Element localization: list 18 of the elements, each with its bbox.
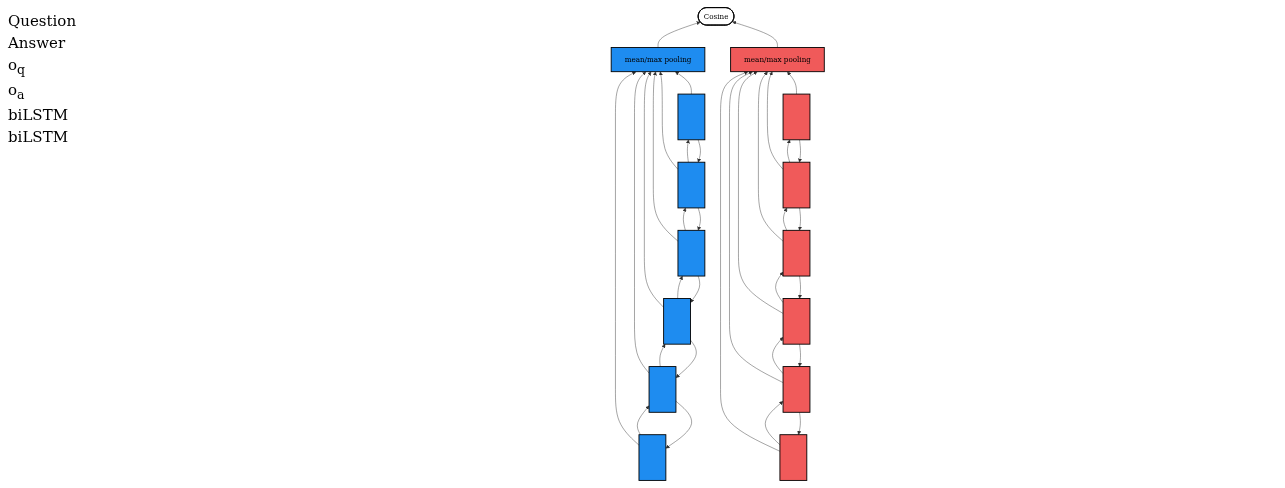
label-text: Answer [8, 34, 67, 52]
node-bar [779, 434, 808, 481]
node-bar [677, 229, 706, 277]
node-bar [782, 161, 811, 209]
node-bar [782, 366, 811, 413]
node-bar [782, 93, 811, 141]
label-text: o$_{q}$ [8, 56, 27, 77]
label-text: biLSTM [8, 106, 69, 124]
node-bar [638, 434, 667, 481]
node-bar [782, 298, 811, 345]
node-bar [677, 93, 706, 141]
node-bar [782, 229, 811, 277]
node-bar [677, 161, 706, 209]
node-bar [662, 298, 691, 345]
label-text: Question [8, 12, 78, 30]
label-text: o$_{a}$ [8, 81, 26, 102]
node-bar [648, 366, 677, 413]
label-text: biLSTM [8, 128, 69, 146]
